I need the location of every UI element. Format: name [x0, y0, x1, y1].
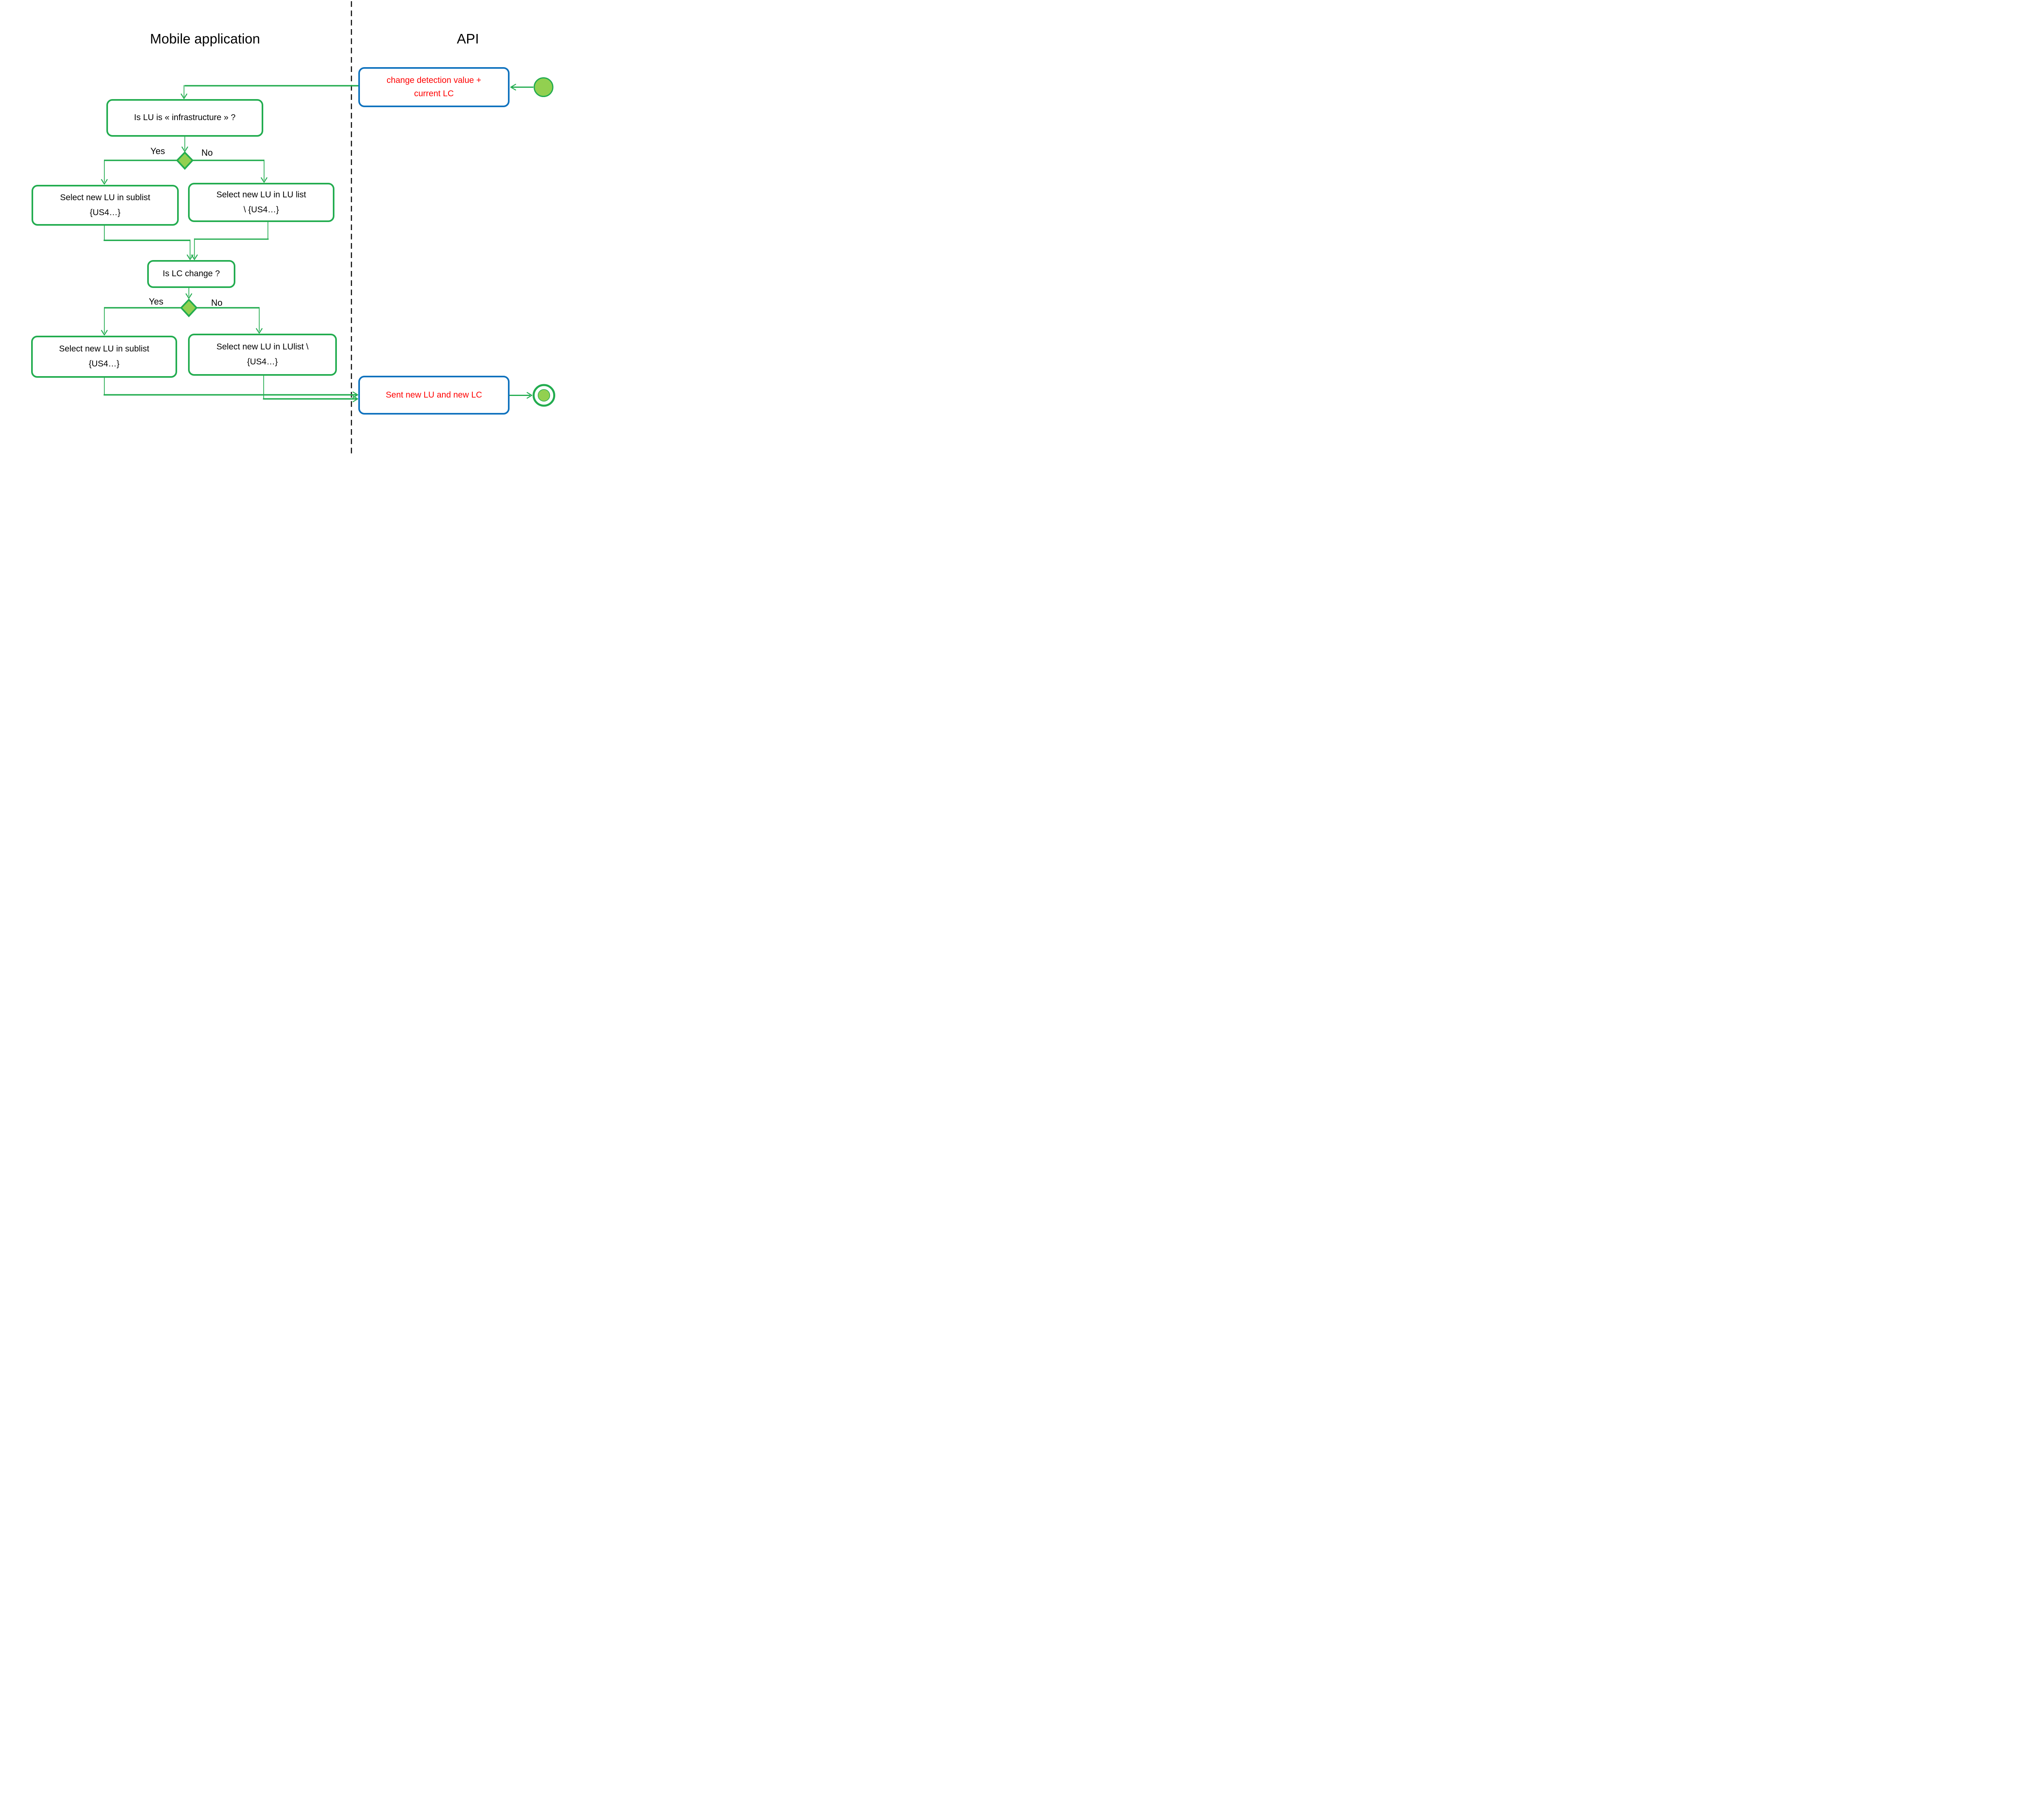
activity-sent-new-lu-lc: Sent new LU and new LC	[358, 376, 510, 415]
edge-merge-left-to-is-lc	[104, 225, 194, 260]
select-sublist-bottom-line2: {US4…}	[89, 359, 120, 368]
decision-box-is-lc-change: Is LC change ?	[147, 260, 235, 288]
edge-is-lu-to-decision-1	[181, 136, 188, 152]
sent-new-lu-lc-label: Sent new LU and new LC	[385, 390, 482, 400]
is-lu-infrastructure-label: Is LU is « infrastructure » ?	[134, 113, 236, 123]
activity-select-lulist-top: Select new LU in LU list \ {US4…}	[188, 183, 334, 222]
edge-sent-to-end	[510, 392, 533, 399]
activity-select-sublist-top: Select new LU in sublist {US4…}	[32, 185, 179, 226]
decision-2-diamond-icon	[180, 298, 198, 317]
end-node-icon	[533, 384, 555, 407]
is-lc-change-label: Is LC change ?	[163, 269, 220, 279]
activity-change-detection-line2: current LC	[414, 89, 454, 98]
lane-title-api: API	[457, 31, 479, 47]
edge-decision2-no	[196, 307, 263, 334]
edge-sublist-to-sent	[104, 377, 358, 398]
diagram-edges-layer	[101, 1, 555, 454]
edge-is-lc-to-decision-2	[185, 288, 192, 299]
select-sublist-top-line1: Select new LU in sublist	[60, 193, 150, 202]
edge-decision2-yes	[101, 307, 182, 336]
decision2-yes-label: Yes	[149, 296, 163, 307]
edge-decision1-yes	[101, 159, 178, 185]
select-lulist-top-line1: Select new LU in LU list	[216, 190, 306, 199]
edge-change-detection-to-is-lu	[180, 85, 358, 99]
edge-lulist-to-sent	[263, 375, 358, 402]
activity-diagram-canvas: Mobile application API change detection …	[0, 0, 607, 455]
select-lulist-bottom-line2: {US4…}	[247, 357, 278, 366]
edge-start-to-change-detection	[510, 84, 533, 91]
activity-change-detection: change detection value + current LC	[358, 67, 510, 107]
lane-title-mobile-application: Mobile application	[150, 31, 260, 47]
activity-select-sublist-bottom: Select new LU in sublist {US4…}	[31, 336, 177, 378]
edge-decision1-no	[192, 159, 268, 183]
edge-merge-right-to-is-lc	[191, 222, 269, 260]
select-lulist-bottom-line1: Select new LU in LUlist \	[216, 342, 309, 352]
decision1-yes-label: Yes	[150, 146, 165, 156]
select-sublist-bottom-line1: Select new LU in sublist	[59, 344, 149, 354]
activity-select-lulist-bottom: Select new LU in LUlist \ {US4…}	[188, 334, 337, 376]
select-lulist-top-line2: \ {US4…}	[243, 205, 279, 214]
activity-change-detection-line1: change detection value +	[386, 75, 482, 85]
decision2-no-label: No	[211, 298, 223, 308]
start-node-icon	[533, 77, 554, 97]
decision-1-diamond-icon	[176, 151, 194, 170]
decision-box-is-lu-infrastructure: Is LU is « infrastructure » ?	[106, 99, 263, 137]
decision1-no-label: No	[201, 148, 213, 158]
select-sublist-top-line2: {US4…}	[90, 207, 121, 217]
